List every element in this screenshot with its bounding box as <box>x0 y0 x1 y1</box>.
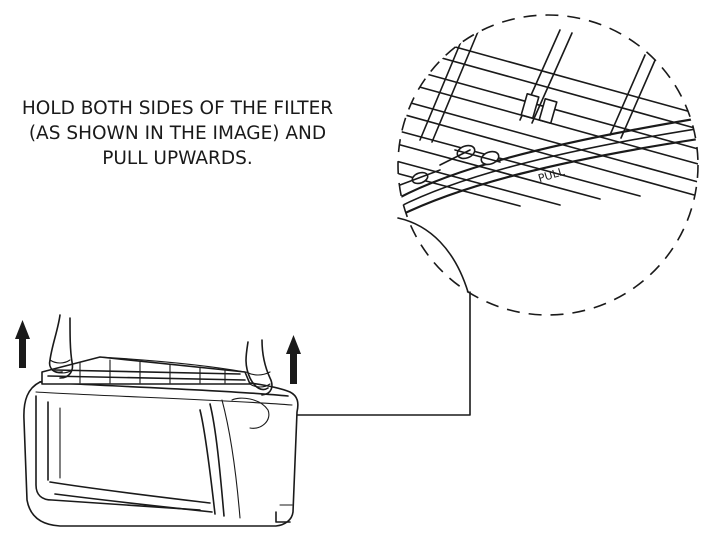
instruction-text: HOLD BOTH SIDES OF THE FILTER (AS SHOWN … <box>0 96 355 171</box>
instruction-line-3: PULL UPWARDS. <box>102 148 253 169</box>
ac-indoor-unit <box>23 375 299 527</box>
up-arrow-right-icon <box>286 335 301 384</box>
filter-grid-closeup <box>398 19 698 220</box>
ac-body <box>23 375 299 527</box>
air-filter <box>41 356 251 385</box>
instruction-line-2: (AS SHOWN IN THE IMAGE) AND <box>28 123 327 144</box>
detail-circle <box>397 14 699 316</box>
detail-magnifier: PULL <box>397 14 699 316</box>
up-arrow-left-icon <box>15 320 30 368</box>
left-hand <box>48 314 74 379</box>
instruction-line-1: HOLD BOTH SIDES OF THE FILTER <box>21 98 334 119</box>
leader-line <box>269 291 471 416</box>
housing-edge-arc <box>397 217 469 293</box>
detail-marker <box>231 397 270 429</box>
right-hand <box>245 339 273 396</box>
